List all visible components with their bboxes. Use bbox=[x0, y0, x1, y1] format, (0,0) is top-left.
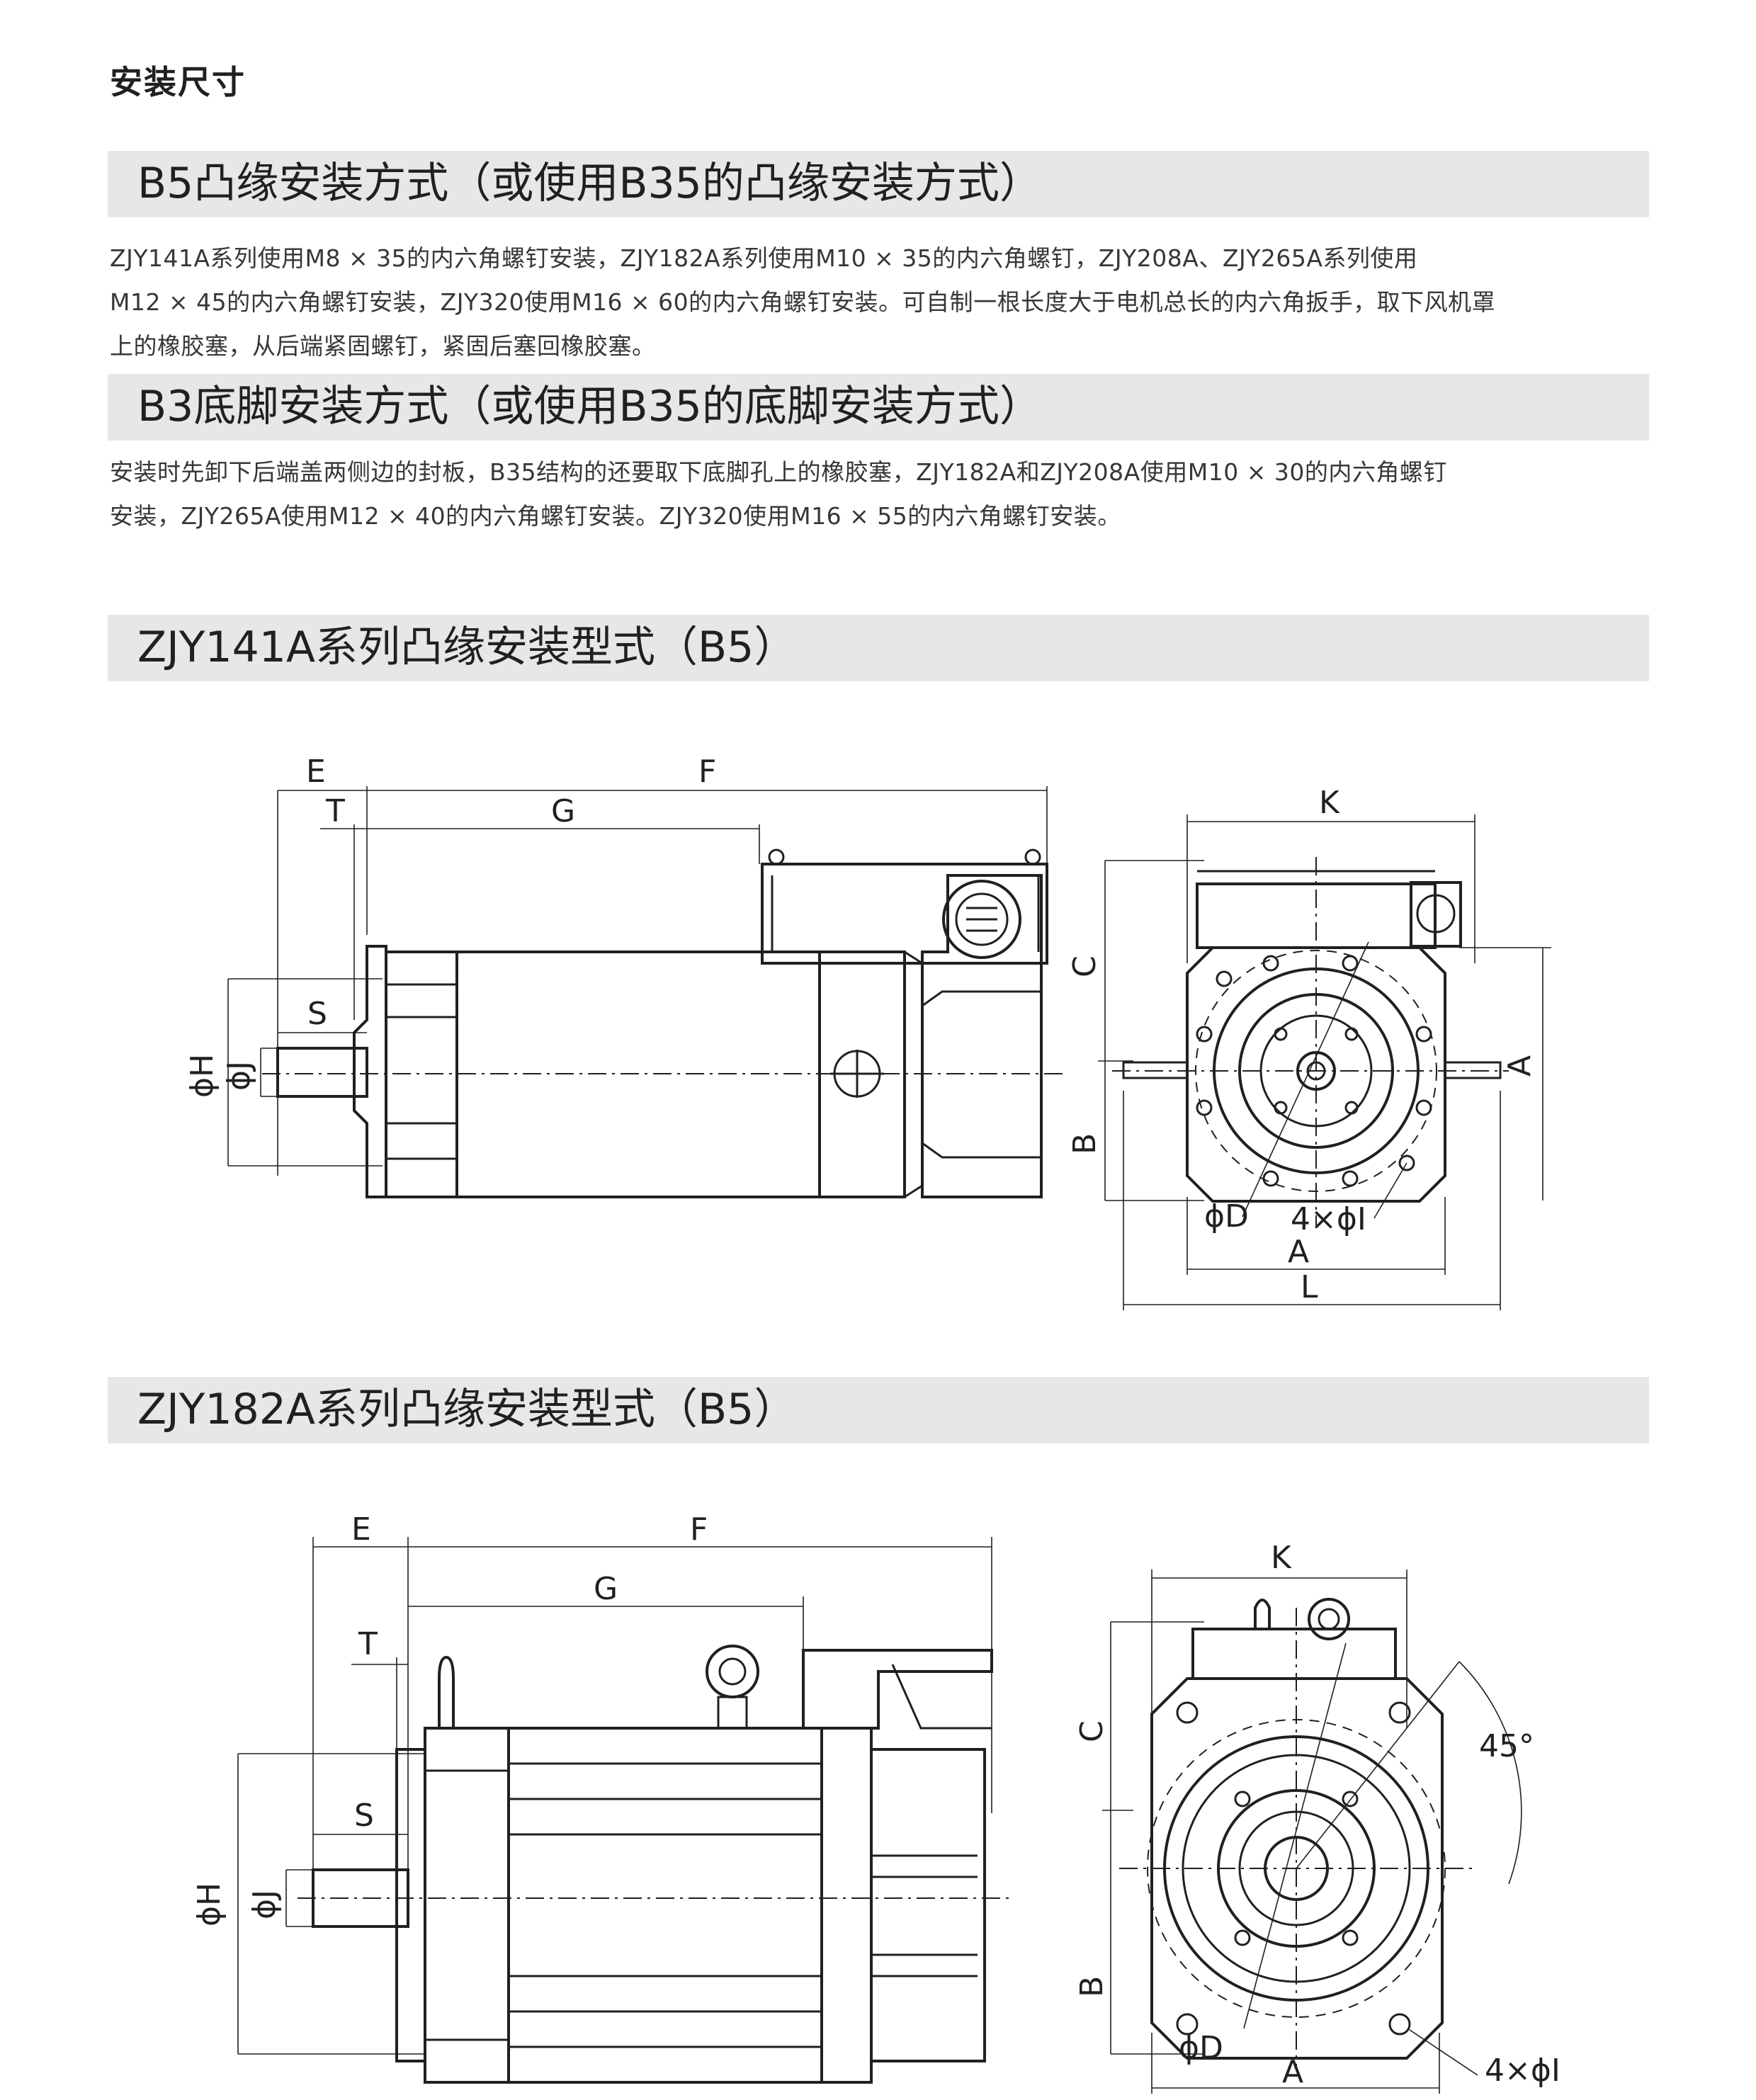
paragraph-line: 上的橡胶塞，从后端紧固螺钉，紧固后塞回橡胶塞。 bbox=[110, 332, 656, 360]
paragraph-line: M12 × 45的内六角螺钉安装，ZJY320使用M16 × 60的内六角螺钉安… bbox=[110, 288, 1496, 316]
section-b5-heading: B5凸缘安装方式（或使用B35的凸缘安装方式） bbox=[137, 159, 1042, 208]
dim-label-phi-d: ϕD bbox=[1179, 2030, 1223, 2066]
dim-label-g: G bbox=[551, 793, 575, 829]
dim-label-f: F bbox=[698, 754, 716, 790]
paragraph-line: 安装时先卸下后端盖两侧边的封板，B35结构的还要取下底脚孔上的橡胶塞，ZJY18… bbox=[110, 458, 1447, 486]
dim-label-b: B bbox=[1074, 1976, 1110, 1997]
paragraph-line: ZJY141A系列使用M8 × 35的内六角螺钉安装，ZJY182A系列使用M1… bbox=[110, 244, 1418, 272]
zjy141a-heading: ZJY141A系列凸缘安装型式（B5） bbox=[137, 623, 797, 672]
dim-label-a-vertical: A bbox=[1502, 1055, 1538, 1077]
dim-label-k: K bbox=[1271, 1540, 1292, 1576]
dim-label-phi-j: ϕJ bbox=[247, 1890, 283, 1919]
dim-label-phi-h: ϕH bbox=[184, 1054, 220, 1098]
dim-label-b: B bbox=[1067, 1133, 1103, 1154]
dim-label-a-horizontal: A bbox=[1288, 1234, 1309, 1270]
dim-label-a-horizontal: A bbox=[1282, 2054, 1303, 2090]
dim-label-e: E bbox=[351, 1511, 371, 1548]
zjy182a-front-view-drawing: K C B A 45° ϕD 4×ϕI bbox=[1074, 1540, 1560, 2094]
zjy141a-front-view-drawing: K C B A A L ϕD 4×ϕI bbox=[1067, 785, 1551, 1310]
dim-label-l: L bbox=[1301, 1269, 1318, 1305]
dim-label-holes: 4×ϕI bbox=[1485, 2053, 1560, 2089]
dim-label-s: S bbox=[354, 1798, 374, 1834]
dim-label-angle: 45° bbox=[1479, 1728, 1534, 1764]
dim-label-c: C bbox=[1074, 1720, 1110, 1742]
page-title: 安装尺寸 bbox=[110, 63, 246, 101]
dim-label-g: G bbox=[594, 1571, 618, 1607]
dim-label-c: C bbox=[1067, 955, 1103, 977]
section-b5-header: B5凸缘安装方式（或使用B35的凸缘安装方式） bbox=[108, 151, 1649, 217]
dim-label-holes: 4×ϕI bbox=[1291, 1201, 1366, 1237]
zjy141a-side-view-drawing: E F G T S ϕH ϕJ bbox=[184, 754, 1063, 1198]
dim-label-f: F bbox=[690, 1511, 708, 1548]
zjy141a-header: ZJY141A系列凸缘安装型式（B5） bbox=[108, 615, 1649, 681]
dim-label-t: T bbox=[358, 1626, 378, 1662]
dim-label-k: K bbox=[1319, 785, 1340, 821]
dim-label-phi-j: ϕJ bbox=[221, 1061, 257, 1091]
dim-label-t: T bbox=[325, 793, 345, 829]
dim-label-s: S bbox=[307, 996, 327, 1032]
section-b3-heading: B3底脚安装方式（或使用B35的底脚安装方式） bbox=[137, 382, 1042, 431]
section-b3-paragraph: 安装时先卸下后端盖两侧边的封板，B35结构的还要取下底脚孔上的橡胶塞，ZJY18… bbox=[110, 450, 1654, 538]
dim-label-phi-d: ϕD bbox=[1204, 1198, 1249, 1235]
zjy182a-header: ZJY182A系列凸缘安装型式（B5） bbox=[108, 1377, 1649, 1443]
section-b3-header: B3底脚安装方式（或使用B35的底脚安装方式） bbox=[108, 374, 1649, 441]
dim-label-e: E bbox=[306, 754, 326, 790]
paragraph-line: 安装，ZJY265A使用M12 × 40的内六角螺钉安装。ZJY320使用M16… bbox=[110, 502, 1121, 530]
dim-label-phi-h: ϕH bbox=[191, 1883, 227, 1926]
section-b5-paragraph: ZJY141A系列使用M8 × 35的内六角螺钉安装，ZJY182A系列使用M1… bbox=[110, 237, 1654, 368]
zjy182a-side-view-drawing: E F G T S ϕH ϕJ bbox=[191, 1511, 1013, 2084]
zjy182a-heading: ZJY182A系列凸缘安装型式（B5） bbox=[137, 1385, 797, 1434]
